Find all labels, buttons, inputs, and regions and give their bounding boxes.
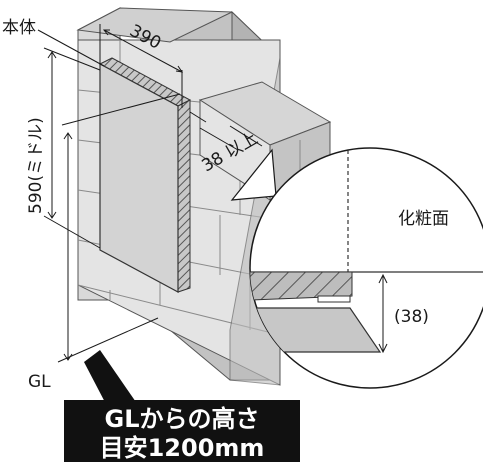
gl-pointer bbox=[84, 350, 140, 408]
label-body: 本体 bbox=[2, 18, 36, 38]
caption-line-2: 目安1200mm bbox=[100, 434, 265, 462]
label-gap: (38) bbox=[394, 307, 429, 327]
label-height: 590(ミドル) bbox=[26, 117, 46, 214]
unit-body bbox=[98, 57, 192, 294]
height-caption: GLからの高さ 目安1200mm bbox=[64, 400, 300, 462]
dimension-lines bbox=[37, 24, 263, 363]
label-ground: GL bbox=[28, 372, 51, 392]
label-finish-surface: 化粧面 bbox=[398, 209, 449, 229]
detail-callout bbox=[230, 147, 483, 389]
caption-line-1: GLからの高さ bbox=[105, 405, 260, 433]
